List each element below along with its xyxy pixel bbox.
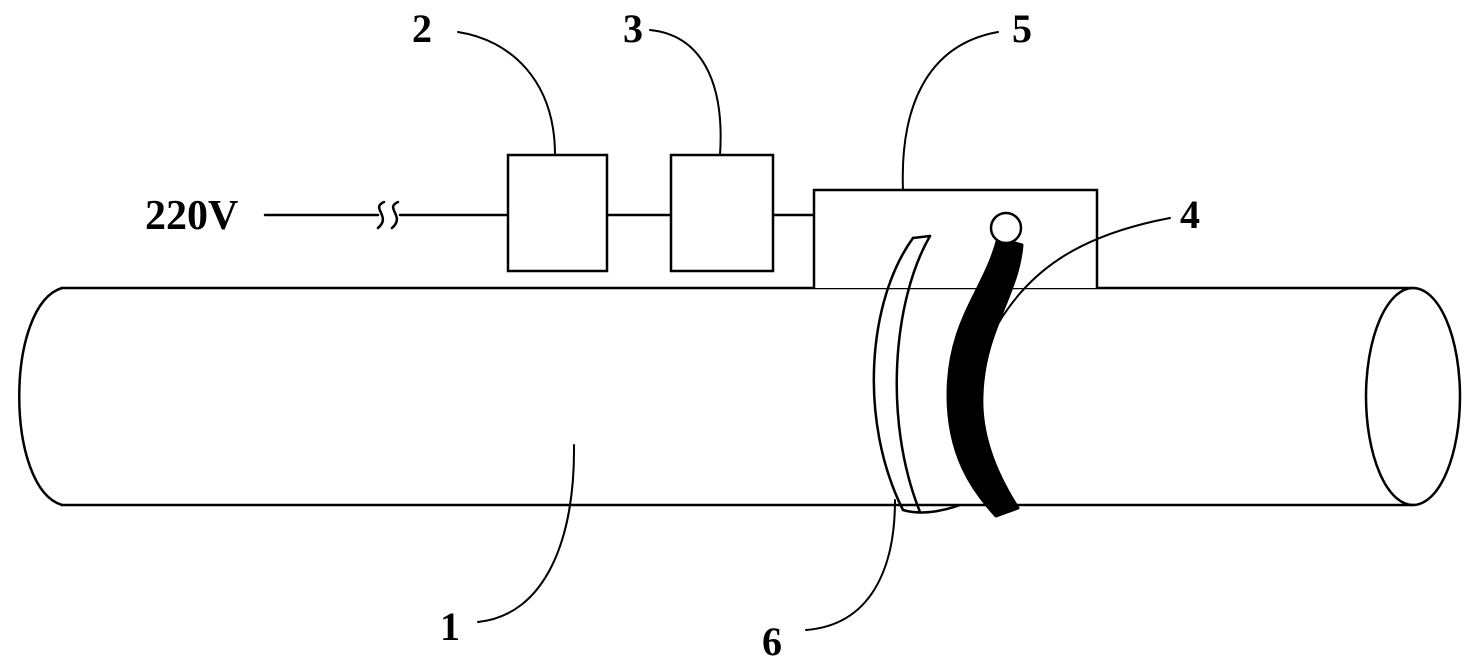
- callout-4: 4: [1180, 192, 1200, 237]
- leader-6: [805, 499, 896, 631]
- pipe-left-end: [18, 286, 64, 507]
- component-3-box: [669, 153, 775, 273]
- sensor-band-top: [911, 234, 932, 240]
- sensor-band-inner: [895, 234, 932, 514]
- coil-body: [946, 236, 1024, 518]
- callout-5: 5: [1012, 6, 1032, 51]
- coil-terminal: [989, 211, 1023, 245]
- component-2-box: [506, 153, 609, 273]
- power-feed: [263, 200, 510, 230]
- voltage-label: 220V: [145, 193, 238, 239]
- leader-5: [901, 31, 999, 191]
- pipe-right-end: [1364, 286, 1462, 507]
- leader-4: [989, 217, 1171, 339]
- component-5-box: [812, 188, 1099, 288]
- callout-1: 1: [440, 604, 460, 649]
- sensor-band-outer: [872, 236, 915, 512]
- callout-6: 6: [762, 619, 782, 664]
- callout-3: 3: [623, 6, 643, 51]
- leader-1: [477, 444, 576, 623]
- leader-3: [649, 29, 722, 156]
- sensor-band-bottom: [901, 503, 962, 514]
- sensor-band: [872, 234, 962, 514]
- leader-2: [457, 31, 556, 156]
- heating-coil: [946, 211, 1024, 518]
- callout-2: 2: [412, 6, 432, 51]
- pipe: [18, 286, 1462, 507]
- ac-symbol: [376, 200, 400, 230]
